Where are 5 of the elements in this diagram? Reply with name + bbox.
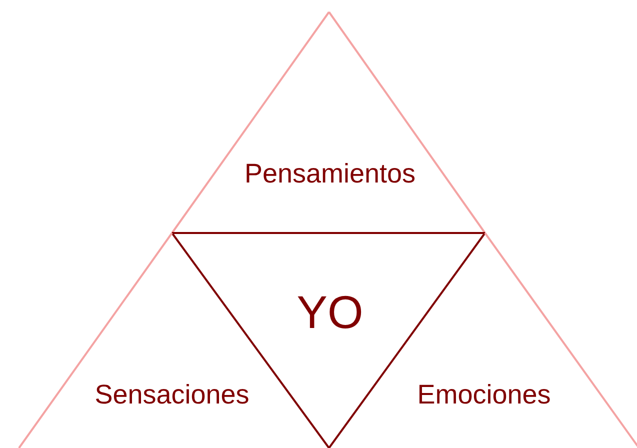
section-label: Sensaciones	[94, 382, 250, 408]
section-label: YO	[296, 289, 364, 335]
section-label: Pensamientos	[244, 160, 416, 188]
triangle-section	[172, 12, 485, 233]
section-label: Emociones	[417, 382, 551, 408]
